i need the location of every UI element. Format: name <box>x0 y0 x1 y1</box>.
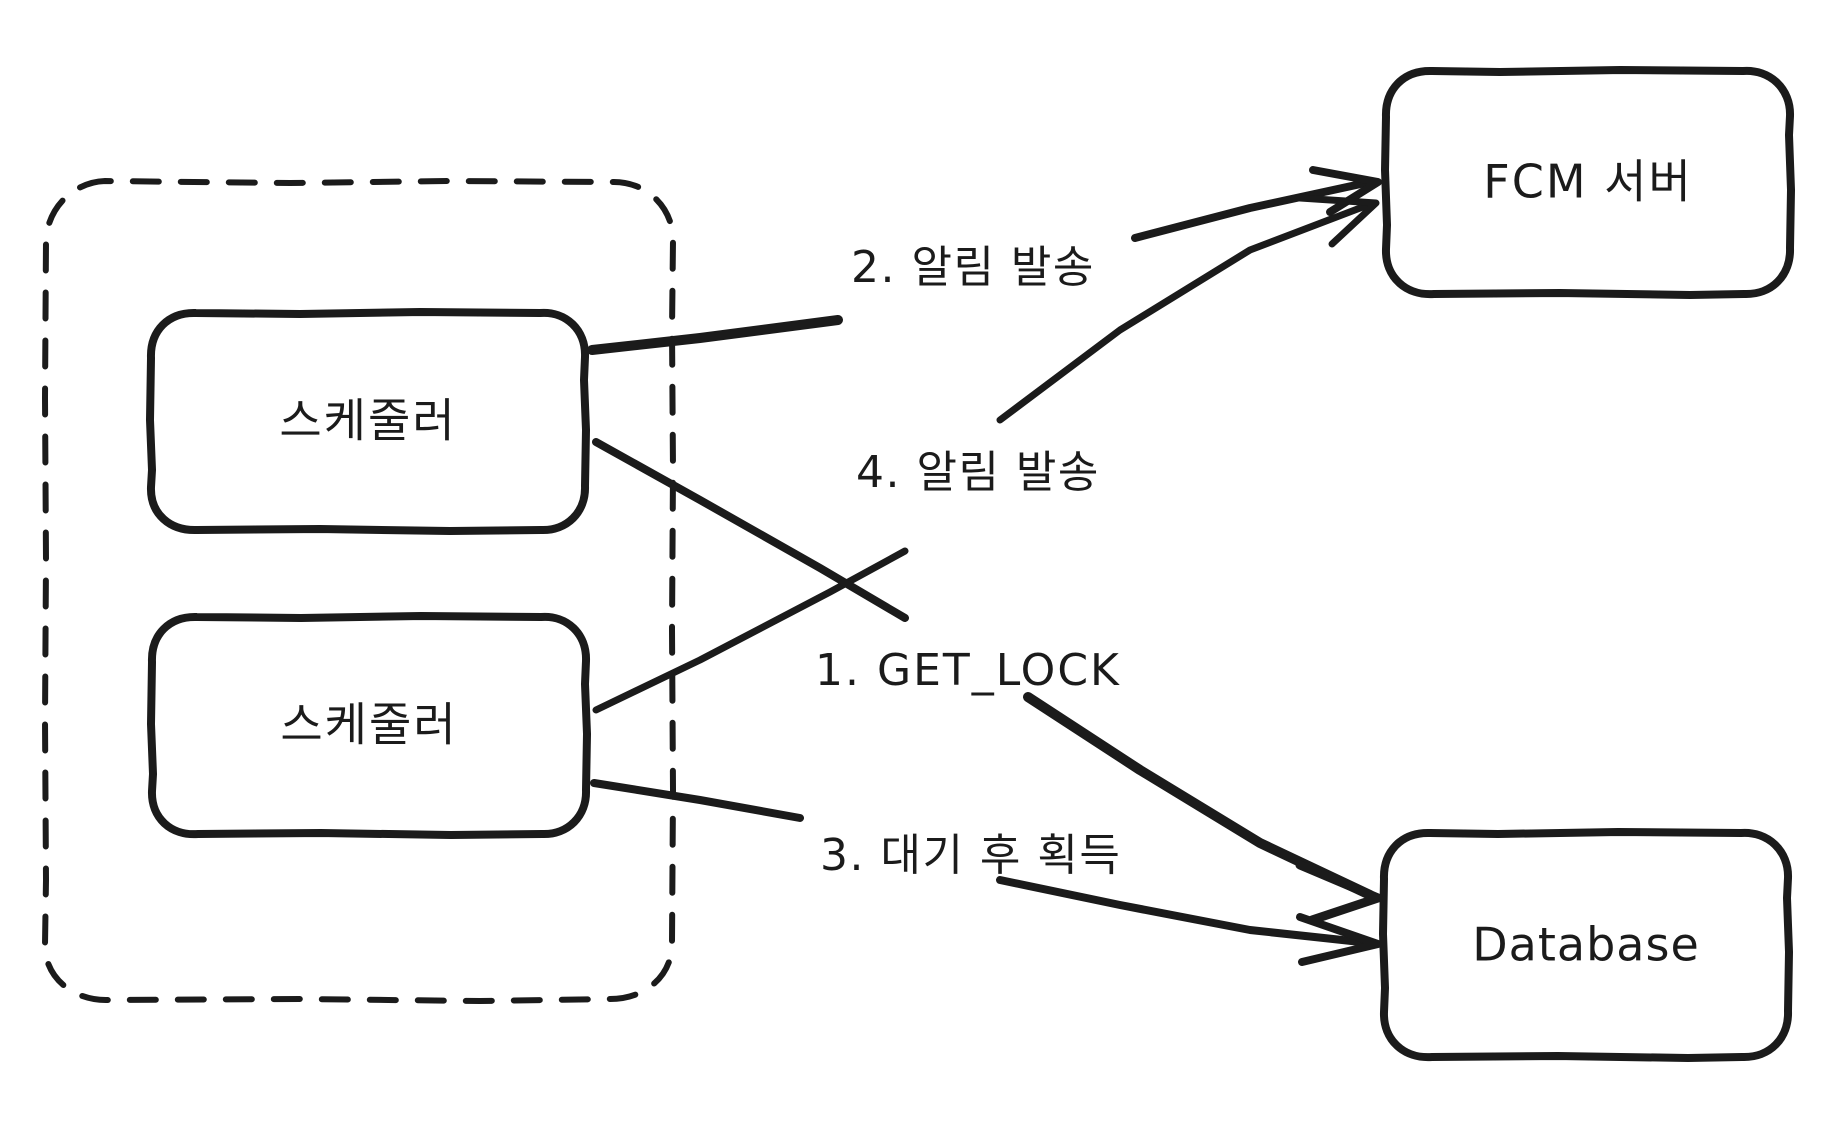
scheduler-group-container[interactable] <box>41 178 676 1004</box>
edge-4-segment-b <box>996 201 1372 424</box>
scheduler-1-label: 스케줄러 <box>279 394 456 448</box>
node-scheduler-1[interactable]: 스케줄러 <box>146 308 590 535</box>
edge-4-arrowhead <box>1296 194 1380 248</box>
edge-1-segment-a <box>592 438 909 622</box>
scheduler-2-label: 스케줄러 <box>280 698 457 752</box>
edge-2-segment-a <box>587 315 843 355</box>
edge-4-label: 4. 알림 발송 <box>856 447 1100 498</box>
edge-2-segment-b <box>1131 178 1374 242</box>
node-scheduler-2[interactable]: 스케줄러 <box>147 612 591 839</box>
database-label: Database <box>1472 918 1700 972</box>
edge-4-segment-a <box>592 547 909 714</box>
edge-3-segment-b <box>996 876 1374 947</box>
edge-3-segment-a <box>590 779 804 822</box>
edge-1-label: 1. GET_LOCK <box>815 645 1121 696</box>
edge-3-arrowhead <box>1296 913 1382 966</box>
node-database[interactable]: Database <box>1379 828 1793 1062</box>
edge-scheduler1-to-fcm[interactable]: 2. 알림 발송 <box>587 166 1382 355</box>
fcm-server-label: FCM 서버 <box>1483 155 1693 209</box>
scheduler-1-box <box>146 308 590 535</box>
scheduler-2-box <box>147 612 591 839</box>
edge-1-arrowhead <box>1295 860 1383 925</box>
edge-scheduler2-to-database[interactable]: 3. 대기 후 획득 <box>590 779 1382 966</box>
edge-3-label: 3. 대기 후 획득 <box>820 830 1121 881</box>
database-box <box>1379 828 1793 1062</box>
group-dashed-border <box>41 178 676 1004</box>
edge-scheduler2-to-fcm[interactable]: 4. 알림 발송 <box>592 194 1380 714</box>
edge-2-label: 2. 알림 발송 <box>851 242 1095 293</box>
node-fcm-server[interactable]: FCM 서버 <box>1381 66 1795 299</box>
fcm-server-box <box>1381 66 1795 299</box>
edge-scheduler1-to-database[interactable]: 1. GET_LOCK <box>592 438 1383 925</box>
